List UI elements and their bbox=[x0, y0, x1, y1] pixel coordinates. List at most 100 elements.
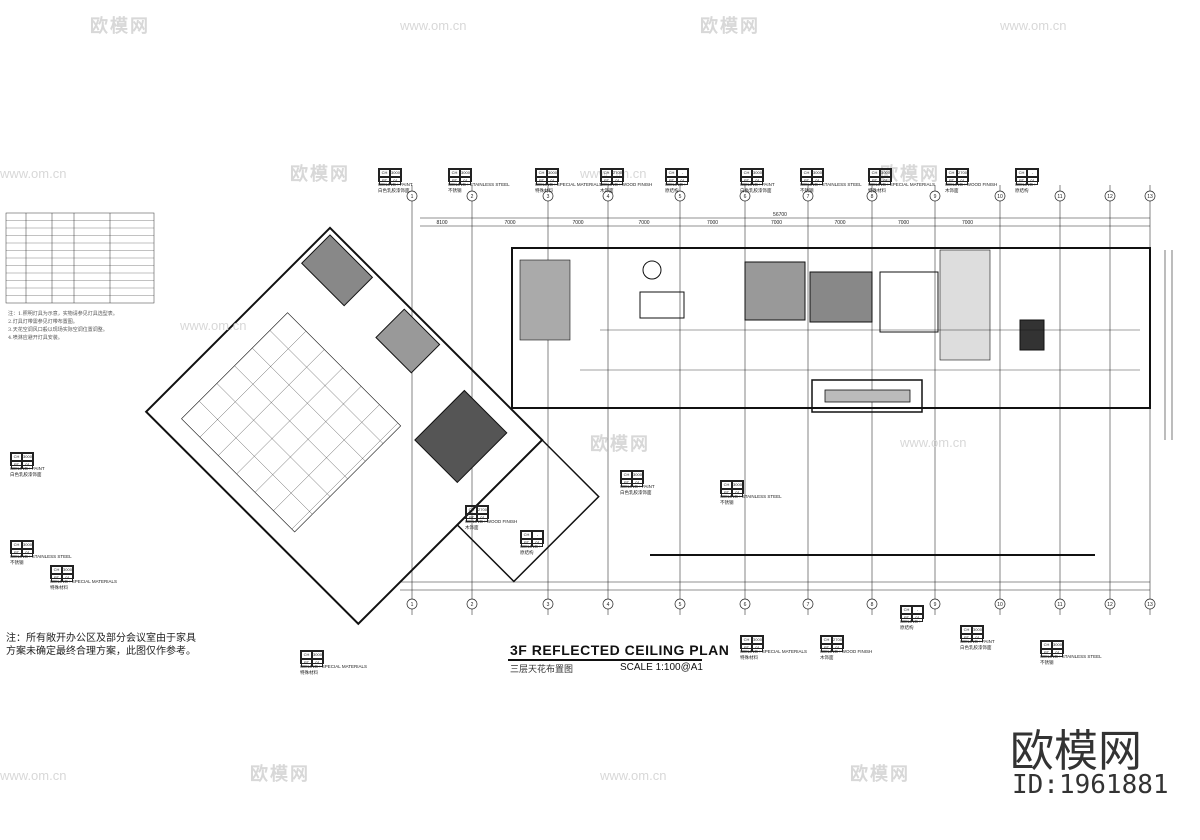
ch-code: 01 bbox=[62, 574, 73, 582]
grid-bubble bbox=[674, 598, 686, 610]
ch-code: 01 bbox=[390, 177, 401, 185]
ceiling-label: CEILING : - bbox=[665, 182, 689, 187]
ch-code: PT bbox=[466, 514, 477, 522]
grid-bubble bbox=[739, 598, 751, 610]
ch-label: CH bbox=[901, 606, 912, 614]
grid-bubble bbox=[466, 598, 478, 610]
ceiling-note: 白色乳胶漆饰面 bbox=[10, 472, 42, 477]
grid-bubble bbox=[1104, 190, 1116, 202]
grid-label: 5 bbox=[679, 602, 682, 608]
grid-label: 10 bbox=[997, 602, 1003, 608]
ch-code: PT bbox=[11, 549, 22, 557]
grid-bubble bbox=[929, 598, 941, 610]
grid-bubble bbox=[602, 190, 614, 202]
dimension-label: 7000 bbox=[504, 220, 515, 226]
ch-label: CH bbox=[946, 169, 957, 177]
ch-code: 01 bbox=[732, 489, 743, 497]
grid-label: 8 bbox=[871, 602, 874, 608]
ch-value: 3000 bbox=[752, 169, 763, 177]
grid-bubble bbox=[406, 598, 418, 610]
ch-code: 01 bbox=[832, 644, 843, 652]
ch-code: PT bbox=[869, 177, 880, 185]
ch-code: PT bbox=[666, 177, 677, 185]
grid-bubble bbox=[406, 190, 418, 202]
watermark-url: www.om.cn bbox=[180, 318, 247, 333]
ceiling-note: 白色乳胶漆饰面 bbox=[620, 490, 652, 495]
ch-label: CH bbox=[721, 481, 732, 489]
grid-label: 4 bbox=[607, 602, 610, 608]
ceiling-label: CEILING : - bbox=[520, 544, 544, 549]
grid-label: 1 bbox=[411, 602, 414, 608]
grid-label: 5 bbox=[679, 194, 682, 200]
ch-label: CH bbox=[301, 651, 312, 659]
ch-code: PT bbox=[901, 614, 912, 622]
ch-value: - bbox=[912, 606, 923, 614]
ceiling-note: 特殊材料 bbox=[50, 585, 68, 590]
ch-label: CH bbox=[379, 169, 390, 177]
left-wing bbox=[144, 226, 600, 626]
ceiling-note: 原结构 bbox=[1015, 188, 1029, 193]
ch-value: 3000 bbox=[632, 471, 643, 479]
grid-bubble bbox=[802, 190, 814, 202]
ceiling-label: CEILING : - bbox=[1015, 182, 1039, 187]
ch-code: PT bbox=[301, 659, 312, 667]
ceiling-note: 特殊材料 bbox=[535, 188, 553, 193]
ch-label: CH bbox=[466, 506, 477, 514]
ceiling-note: 原结构 bbox=[520, 550, 534, 555]
legend-note: 2.灯具灯带需参见灯带布置图。 bbox=[8, 319, 78, 325]
ch-value: 2700 bbox=[832, 636, 843, 644]
ceiling-note: 不锈钢 bbox=[800, 188, 814, 193]
grid-bubble bbox=[602, 598, 614, 610]
grid-label: 6 bbox=[744, 602, 747, 608]
ceiling-label: CEILING : SPECIAL MATERIALS bbox=[50, 579, 118, 584]
grid-label: 12 bbox=[1107, 194, 1113, 200]
ch-code: PT bbox=[51, 574, 62, 582]
ceiling-note: 木饰面 bbox=[945, 188, 959, 193]
dimension-label: 7000 bbox=[962, 220, 973, 226]
legend-note: 注：1.照明灯具为示意，实物请参见灯具选型表。 bbox=[8, 311, 118, 317]
legend-note: 3.天花空调风口般以现场实际空调位置调整。 bbox=[8, 327, 108, 333]
dimension-label: 7000 bbox=[707, 220, 718, 226]
ch-code: PT bbox=[721, 489, 732, 497]
grid-label: 13 bbox=[1147, 602, 1153, 608]
ch-value: - bbox=[1027, 169, 1038, 177]
ch-value: 3000 bbox=[1052, 641, 1063, 649]
grid-bubble bbox=[802, 598, 814, 610]
grid-label: 2 bbox=[471, 194, 474, 200]
ch-value: 3000 bbox=[972, 626, 983, 634]
ceiling-label: CEILING : WOOD FINISH bbox=[945, 182, 998, 187]
grid-label: 6 bbox=[744, 194, 747, 200]
ch-code: 01 bbox=[677, 177, 688, 185]
watermark-brand: 欧模网 bbox=[700, 16, 760, 36]
grid-bubble bbox=[994, 598, 1006, 610]
grid-bubble bbox=[466, 190, 478, 202]
ch-label: CH bbox=[621, 471, 632, 479]
dimension-label: 8100 bbox=[436, 220, 447, 226]
ch-code: 01 bbox=[752, 644, 763, 652]
grid-label: 7 bbox=[807, 194, 810, 200]
ceiling-label: CEILING : PAINT bbox=[10, 466, 45, 471]
grid-label: 7 bbox=[807, 602, 810, 608]
ceiling-label: CEILING : SPECIAL MATERIALS bbox=[300, 664, 368, 669]
ch-label: CH bbox=[521, 531, 532, 539]
ceiling-label: CEILING : PAINT bbox=[740, 182, 775, 187]
ch-code: PT bbox=[946, 177, 957, 185]
ch-label: CH bbox=[869, 169, 880, 177]
